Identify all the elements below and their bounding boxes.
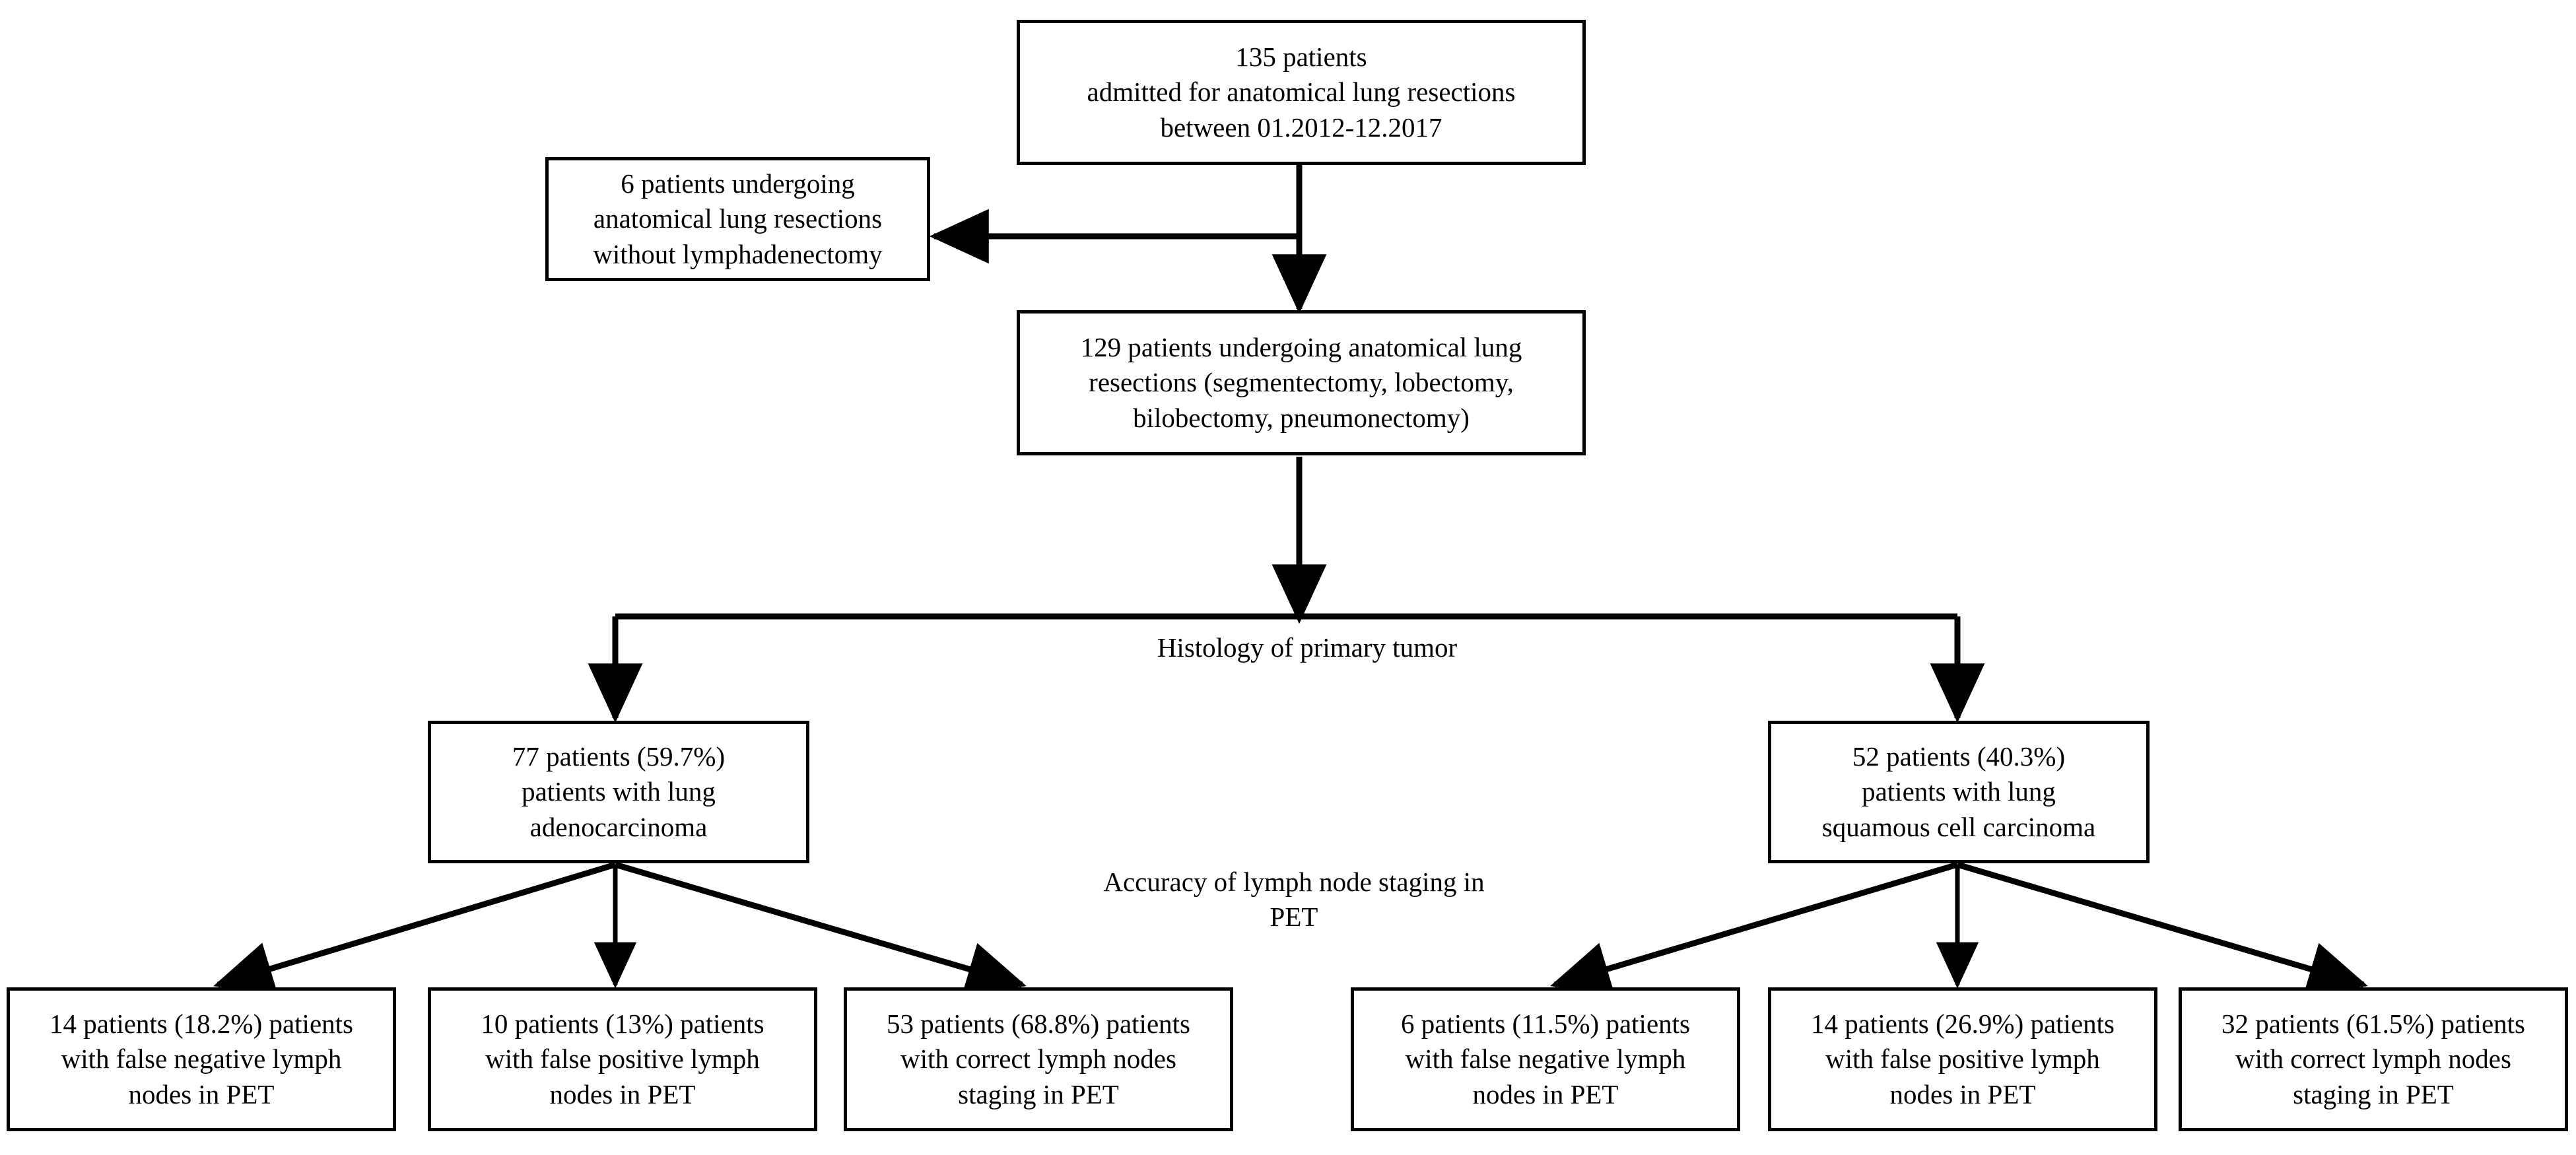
node-adeno-false-negative-label: 14 patients (18.2%) patients with false … xyxy=(49,1008,353,1109)
node-adeno-correct-staging[interactable]: 53 patients (68.8%) patients with correc… xyxy=(844,987,1233,1131)
node-squamous-correct-staging-label: 32 patients (61.5%) patients with correc… xyxy=(2221,1008,2525,1109)
label-histology-of-primary-tumor: Histology of primary tumor xyxy=(1157,632,1458,663)
node-squamous-false-positive-label: 14 patients (26.9%) patients with false … xyxy=(1810,1008,2115,1109)
node-squamous-false-positive[interactable]: 14 patients (26.9%) patients with false … xyxy=(1768,987,2157,1131)
node-adeno-correct-staging-label: 53 patients (68.8%) patients with correc… xyxy=(886,1008,1190,1109)
node-excluded-no-lymphadenectomy-label: 6 patients undergoing anatomical lung re… xyxy=(593,168,883,269)
node-included-resections[interactable]: 129 patients undergoing anatomical lung … xyxy=(1017,310,1586,455)
edge-adeno-to-correct xyxy=(614,861,1027,996)
edge-squamous-to-false-negative xyxy=(1550,861,1959,995)
node-adeno-false-positive[interactable]: 10 patients (13%) patients with false po… xyxy=(428,987,817,1131)
edge-adeno-to-false-negative xyxy=(213,861,617,995)
node-adeno-false-negative[interactable]: 14 patients (18.2%) patients with false … xyxy=(7,987,396,1131)
node-lung-adenocarcinoma-label: 77 patients (59.7%) patients with lung a… xyxy=(512,741,726,842)
node-included-resections-label: 129 patients undergoing anatomical lung … xyxy=(1080,332,1522,433)
node-admitted-patients-label: 135 patients admitted for anatomical lun… xyxy=(1087,42,1516,143)
node-squamous-correct-staging[interactable]: 32 patients (61.5%) patients with correc… xyxy=(2179,987,2568,1131)
label-accuracy-of-lymph-node-staging: Accuracy of lymph node staging in PET xyxy=(1103,867,1485,933)
node-adeno-false-positive-label: 10 patients (13%) patients with false po… xyxy=(481,1008,764,1109)
edge-squamous-to-correct xyxy=(1956,861,2368,996)
node-lung-adenocarcinoma[interactable]: 77 patients (59.7%) patients with lung a… xyxy=(428,721,809,863)
node-lung-squamous-cell-carcinoma[interactable]: 52 patients (40.3%) patients with lung s… xyxy=(1768,721,2150,863)
node-admitted-patients[interactable]: 135 patients admitted for anatomical lun… xyxy=(1017,20,1586,165)
node-squamous-false-negative[interactable]: 6 patients (11.5%) patients with false n… xyxy=(1351,987,1740,1131)
node-squamous-false-negative-label: 6 patients (11.5%) patients with false n… xyxy=(1401,1008,1690,1109)
node-excluded-no-lymphadenectomy[interactable]: 6 patients undergoing anatomical lung re… xyxy=(545,157,930,281)
node-lung-squamous-cell-carcinoma-label: 52 patients (40.3%) patients with lung s… xyxy=(1821,741,2096,842)
